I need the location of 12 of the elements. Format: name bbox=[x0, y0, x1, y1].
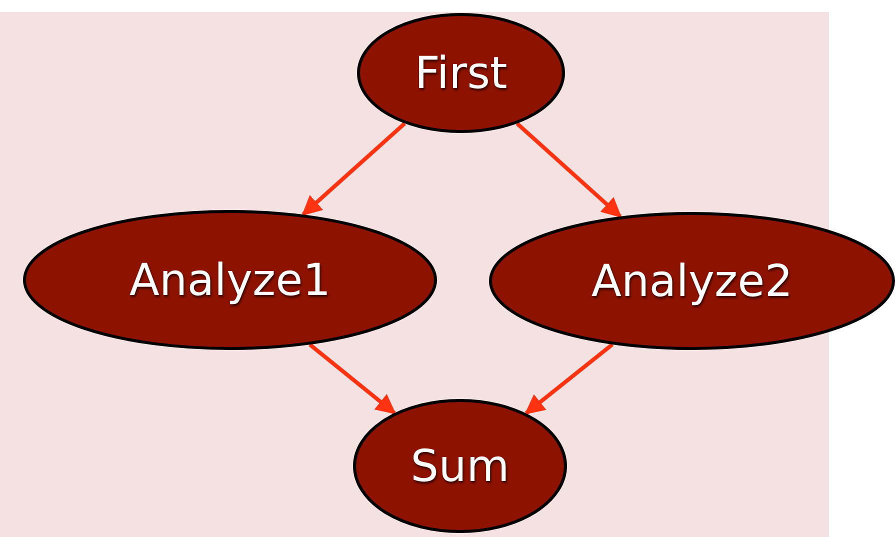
process-ellipse bbox=[489, 212, 895, 350]
arrow bbox=[524, 342, 614, 415]
process-ellipse bbox=[23, 210, 437, 350]
arrow bbox=[302, 122, 406, 216]
arrow bbox=[516, 122, 622, 218]
node-label: First bbox=[414, 48, 508, 98]
process-ellipse bbox=[357, 13, 565, 133]
arrow bbox=[308, 343, 396, 415]
process-ellipse bbox=[353, 399, 567, 533]
node-label: Sum bbox=[410, 440, 510, 492]
node-label: Analyze1 bbox=[129, 254, 331, 306]
node-label: Analyze2 bbox=[591, 256, 793, 306]
